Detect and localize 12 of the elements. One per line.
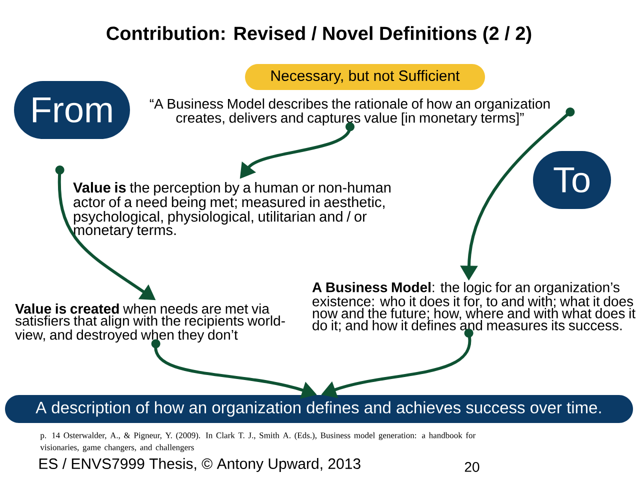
title: Contribution: Revised / Novel Definitions (2 / 2): [106, 26, 532, 44]
definition-text: A Business Model: the logic for an organization’s existence: who it does it for, to and with; what it does now and the future; how, where and with what does it do it; and how it defines and measures its success.: [312, 282, 636, 332]
definition-text: Value is the perception by a human or non-human actor of a need being met; measured in aesthetic, psychological, physiological, utilitarian and / or monetary terms.: [73, 182, 390, 238]
summary-bar: A description of how an organization defines and achieves success over time.: [5, 395, 633, 423]
quote-text: “A Business Model describes the rationale of how an organization creates, delivers and captures value [in monetary terms]”: [150, 98, 550, 126]
from-pill: From: [14, 81, 130, 139]
to-pill: To: [533, 151, 611, 209]
footer-text: ES / ENVS7999 Thesis, © Antony Upward, 2013: [39, 458, 360, 472]
tag-pill: Necessary, but not Sufficient: [245, 64, 485, 90]
page-number: 20: [464, 462, 480, 472]
reference-note: p. 14 Osterwalder, A., & Pigneur, Y. (2009). In Clark T. J., Smith A. (Eds.), Business model generation: a handbook for visionaries, game changers, and challengers: [40, 432, 476, 452]
definition-text: Value is created when needs are met via satisfiers that align with the recipients world-view, and destroyed when they don’t: [15, 303, 285, 343]
